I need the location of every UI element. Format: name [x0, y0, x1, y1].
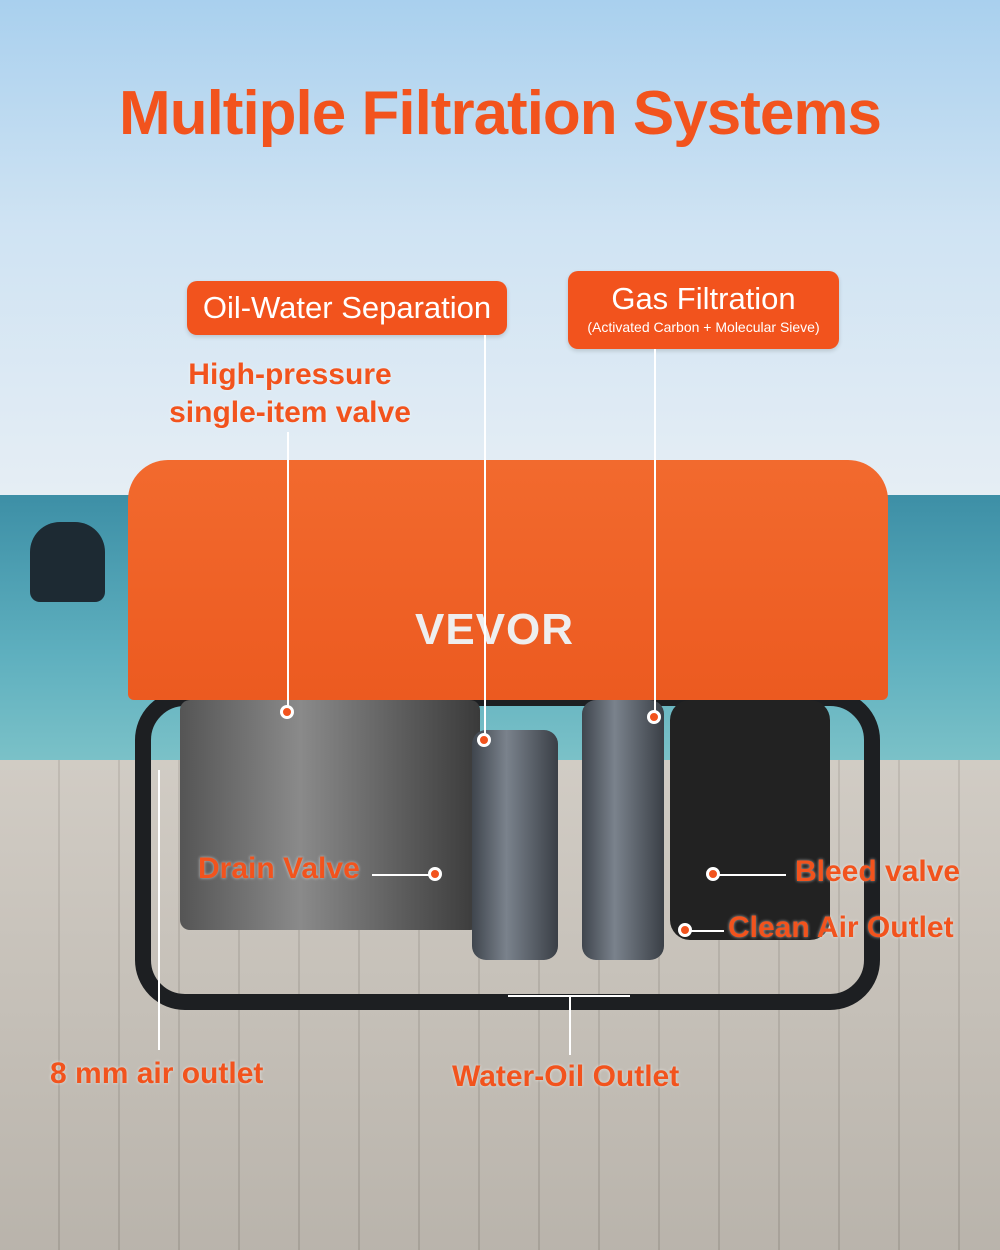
leader-line [718, 874, 786, 876]
leader-line [287, 432, 289, 712]
compressor-cover [128, 460, 888, 700]
gas-filter [582, 700, 664, 960]
marker-dot [280, 705, 294, 719]
leader-line [569, 995, 571, 1055]
clean-air-outlet-label: Clean Air Outlet [728, 911, 954, 944]
oil-water-text: Oil-Water Separation [202, 290, 492, 325]
leader-line [688, 930, 724, 932]
oil-water-separation-label: Oil-Water Separation [187, 281, 507, 335]
gas-filtration-label: Gas Filtration (Activated Carbon + Molec… [568, 271, 839, 349]
vevor-logo: VEVOR [415, 605, 575, 654]
oil-water-filter [472, 730, 558, 960]
gas-filtration-title: Gas Filtration [611, 281, 796, 316]
marker-dot [706, 867, 720, 881]
air-outlet-label: 8 mm air outlet [50, 1057, 264, 1090]
page-title: Multiple Filtration Systems [119, 79, 882, 148]
high-pressure-valve-label: High-pressure single-item valve [160, 356, 420, 432]
gas-filtration-subtitle: (Activated Carbon + Molecular Sieve) [587, 319, 820, 335]
leader-line [484, 335, 486, 740]
valve-line2: single-item valve [169, 396, 411, 429]
bleed-valve-label: Bleed valve [795, 855, 961, 888]
marker-dot [647, 710, 661, 724]
scuba-diver-image [30, 522, 105, 602]
marker-dot [428, 867, 442, 881]
marker-dot [477, 733, 491, 747]
leader-line [372, 874, 434, 876]
compressor-tank [670, 700, 830, 940]
compressor-engine [180, 700, 480, 930]
marker-dot [678, 923, 692, 937]
sky-background [0, 0, 1000, 500]
drain-valve-label: Drain Valve [198, 852, 360, 885]
leader-line [654, 349, 656, 715]
leader-line [158, 770, 160, 1050]
valve-line1: High-pressure [188, 358, 392, 391]
water-oil-outlet-label: Water-Oil Outlet [452, 1060, 680, 1093]
